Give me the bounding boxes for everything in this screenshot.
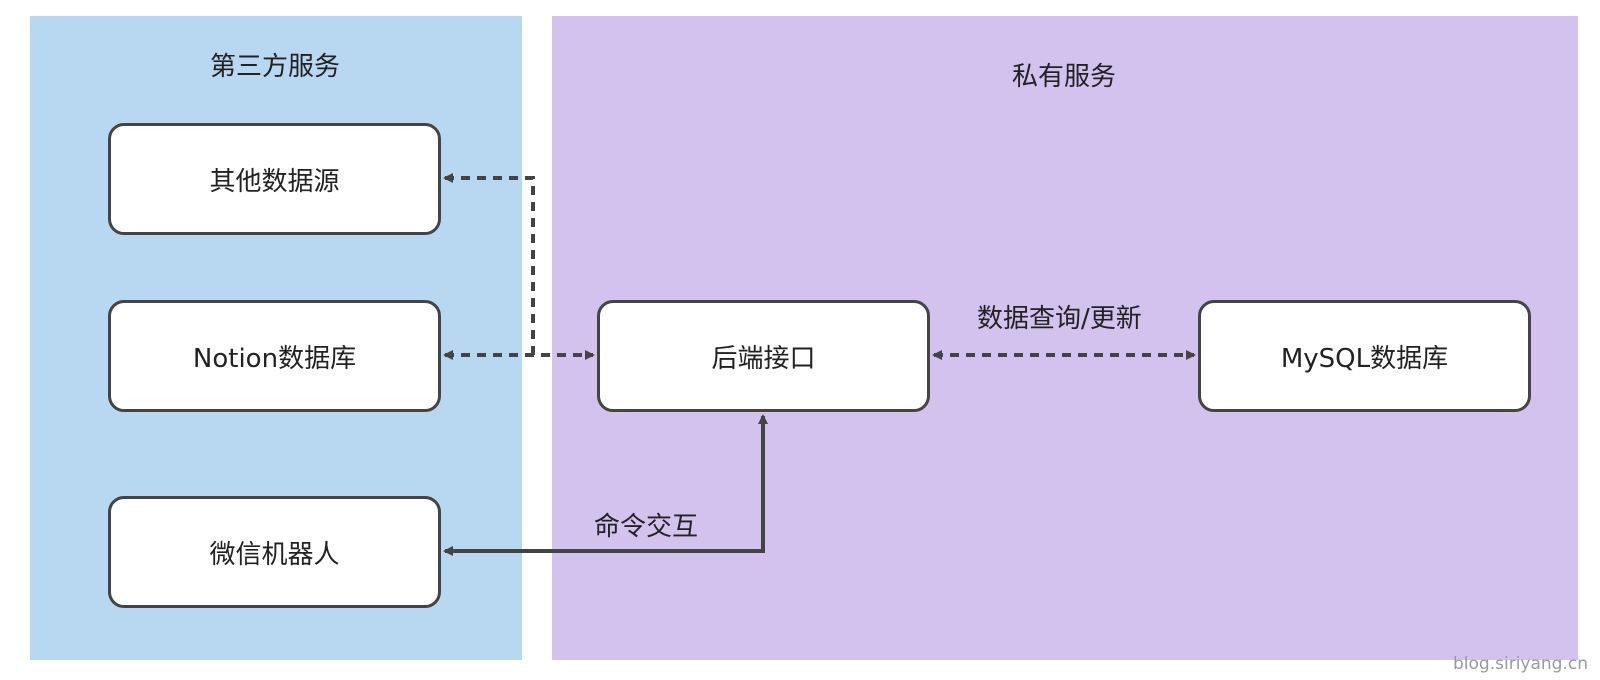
wechat-bot-node: 微信机器人 <box>108 496 441 608</box>
mysql-database-label: MySQL数据库 <box>1280 343 1449 374</box>
third-party-group-title: 第三方服务 <box>209 52 341 82</box>
private-group-title: 私有服务 <box>1011 62 1117 92</box>
mysql-database-node: MySQL数据库 <box>1198 300 1531 412</box>
backend-api-label: 后端接口 <box>711 343 816 374</box>
edge-backend-other-sources <box>443 173 535 355</box>
edge-backend-wechat <box>443 414 768 556</box>
wechat-bot-label: 微信机器人 <box>209 539 340 570</box>
command-interaction-label: 命令交互 <box>594 512 699 542</box>
other-data-sources-node: 其他数据源 <box>108 123 441 235</box>
backend-api-node: 后端接口 <box>597 300 930 412</box>
watermark: blog.siriyang.cn <box>1453 654 1588 674</box>
data-query-update-label: 数据查询/更新 <box>977 304 1142 334</box>
other-data-sources-label: 其他数据源 <box>209 166 340 197</box>
notion-database-label: Notion数据库 <box>192 343 357 374</box>
notion-database-node: Notion数据库 <box>108 300 441 412</box>
